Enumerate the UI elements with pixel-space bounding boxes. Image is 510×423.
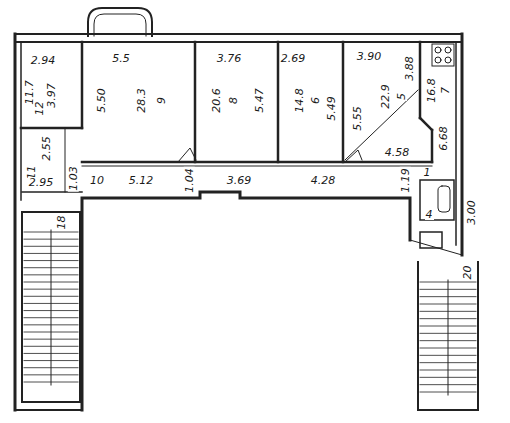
exterior-wall <box>15 409 82 411</box>
dimension-label: 8 <box>228 96 239 105</box>
dimension-label: 7 <box>440 86 451 95</box>
dimension-label: 3.00 <box>466 199 477 226</box>
dimension-label: 28.3 <box>136 87 147 114</box>
stove <box>445 57 451 63</box>
dimension-label: 4.58 <box>384 147 411 158</box>
bathroom <box>420 180 454 220</box>
dimension-label: 14.8 <box>294 87 305 114</box>
dimension-label: 3.90 <box>356 51 383 62</box>
stove <box>445 47 451 53</box>
dimension-label: 3.69 <box>226 175 253 186</box>
dimension-label: 1.19 <box>400 167 411 194</box>
dimension-label: 6 <box>310 96 321 105</box>
dimension-label: 18 <box>56 214 67 230</box>
dimension-label: 20.6 <box>211 87 222 114</box>
wc <box>420 232 442 248</box>
stove <box>435 57 441 63</box>
stair-steps <box>420 282 476 392</box>
stairwell <box>418 262 478 410</box>
bay-window <box>88 8 152 36</box>
stove <box>435 47 441 53</box>
dimension-label: 10 <box>89 175 105 186</box>
door-swing <box>178 148 362 162</box>
dimension-label: 3.88 <box>404 55 415 82</box>
exterior-wall <box>15 33 462 35</box>
exterior-wall <box>455 42 457 245</box>
dimension-label: 2.55 <box>41 135 52 162</box>
dimension-label: 3.97 <box>46 82 57 109</box>
dimension-label: 5.5 <box>111 53 131 64</box>
dimension-label: 5.12 <box>128 175 155 186</box>
bathtub <box>438 186 450 212</box>
stair-steps <box>24 232 78 382</box>
dimension-label: 16.8 <box>426 77 437 104</box>
stove <box>432 44 454 66</box>
dimension-label: 6.68 <box>438 125 449 152</box>
dimension-label: 5.49 <box>326 95 337 122</box>
dimension-label: 5.50 <box>96 87 107 114</box>
exterior-wall <box>14 34 17 410</box>
dimension-label: 2.94 <box>30 55 57 66</box>
partition-walls <box>21 42 432 192</box>
dimension-label: 20 <box>462 264 473 280</box>
dimension-label: 2.69 <box>280 53 307 64</box>
stair-divider <box>448 280 449 395</box>
dimension-label: 4 <box>425 209 434 220</box>
dimension-label: 3.76 <box>216 53 243 64</box>
dimension-label: 9 <box>156 96 167 105</box>
dimension-label: 1.04 <box>184 167 195 194</box>
dimension-label: 1.03 <box>68 165 79 192</box>
dimension-label: 22.9 <box>380 83 391 110</box>
exterior-wall <box>20 42 22 200</box>
stairwell <box>22 212 80 402</box>
dimension-label: 2.95 <box>28 177 55 188</box>
bay-window <box>94 14 146 36</box>
courtyard-wall <box>82 192 410 410</box>
dimension-label: 12 <box>34 100 45 116</box>
dimension-label: 5 <box>396 92 407 101</box>
dimension-label: 1 <box>423 167 432 178</box>
dimension-label: 4.28 <box>310 175 337 186</box>
dimension-label: 5.47 <box>254 87 265 114</box>
exterior-wall <box>461 34 464 255</box>
dimension-label: 5.55 <box>352 105 363 132</box>
